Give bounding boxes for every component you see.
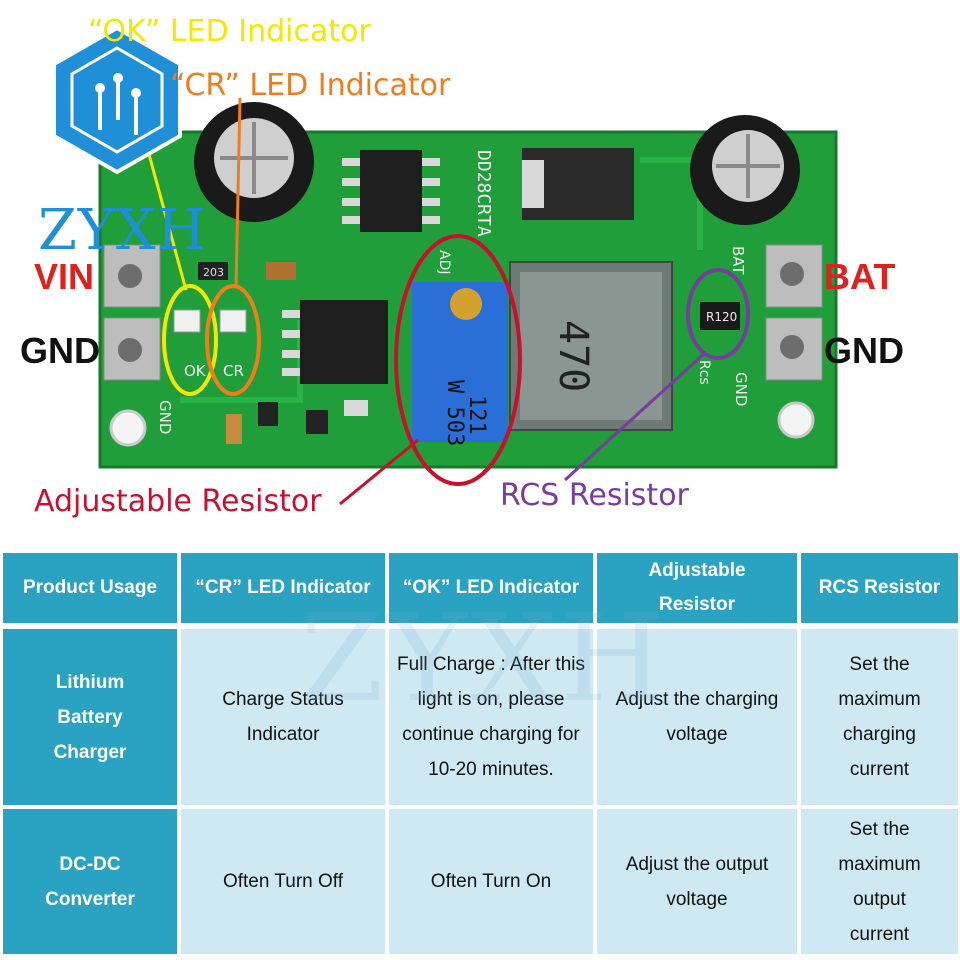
- cell-rcs-lithium: Set the maximum charging current: [801, 629, 958, 805]
- inductor-code: 470: [550, 320, 596, 392]
- rcs-leader-line: [563, 350, 708, 482]
- header-cr-led: “CR” LED Indicator: [181, 553, 385, 623]
- silk-cr: CR: [223, 362, 244, 380]
- silk-rcs: Rcs: [696, 360, 712, 385]
- rcs-resistor: [700, 302, 740, 330]
- cell-rcs-dcdc: Set the maximum output current: [801, 809, 958, 954]
- gnd-left-pin-label: GND: [20, 330, 100, 371]
- adj-leader-line: [339, 438, 419, 506]
- cell-cr-dcdc: Often Turn Off: [181, 809, 385, 954]
- adjustable-resistor-highlight: [394, 234, 522, 486]
- ic-chip: [360, 150, 422, 232]
- rcs-code: R120: [706, 310, 737, 324]
- header-ok-led: “OK” LED Indicator: [389, 553, 593, 623]
- specification-table: Product Usage “CR” LED Indicator “OK” LE…: [0, 553, 960, 954]
- product-photo: 203 W 503 121 470 R120 DD28CRTA OK CR AD…: [20, 14, 904, 519]
- cell-cr-lithium: Charge Status Indicator: [181, 629, 385, 805]
- ok-led: [173, 309, 201, 333]
- gnd-right-pin-label: GND: [824, 330, 904, 371]
- silk-adj: ADJ: [436, 250, 452, 275]
- silk-bat: BAT: [729, 246, 747, 275]
- brand-logo: [52, 25, 182, 175]
- row-usage-lithium: Lithium Battery Charger: [3, 629, 177, 805]
- mounting-hole: [109, 409, 147, 447]
- mosfet-chip: [300, 300, 388, 384]
- rcs-resistor-callout: RCS Resistor: [500, 478, 689, 513]
- ok-led-highlight: [162, 284, 218, 396]
- trimpot-sub: 121: [464, 395, 489, 435]
- cr-led: [219, 309, 247, 333]
- brand-watermark-text: ZYXH: [38, 198, 207, 263]
- cell-ok-dcdc: Often Turn On: [389, 809, 593, 954]
- pcb-board-drawing: 203 W 503 121 470 R120 DD28CRTA OK CR AD…: [52, 25, 838, 506]
- silk-ok: OK: [184, 362, 207, 380]
- cell-ok-lithium: Full Charge : After this light is on, pl…: [389, 629, 593, 805]
- cr-led-highlight: [205, 284, 261, 396]
- bat-pin-label: BAT: [824, 256, 896, 297]
- cell-adj-dcdc: Adjust the output voltage: [597, 809, 797, 954]
- header-rcs-resistor: RCS Resistor: [801, 553, 958, 623]
- mounting-hole: [777, 401, 815, 439]
- row-usage-dcdc: DC-DC Converter: [3, 809, 177, 954]
- cell-adj-lithium: Adjust the charging voltage: [597, 629, 797, 805]
- cr-leader-line: [234, 97, 242, 289]
- header-product-usage: Product Usage: [3, 553, 177, 623]
- silk-gnd-right: GND: [732, 372, 750, 406]
- adjustable-resistor-callout: Adjustable Resistor: [34, 484, 322, 519]
- trimpot-code: W 503: [442, 380, 467, 446]
- vin-pin-label: VIN: [34, 256, 95, 297]
- board-model: DD28CRTA: [473, 150, 494, 237]
- cr-led-callout: “CR” LED Indicator: [170, 68, 451, 103]
- header-adjustable-resistor: Adjustable Resistor: [597, 553, 797, 623]
- rcs-resistor-highlight: [686, 268, 750, 360]
- ok-led-callout: “OK” LED Indicator: [88, 14, 371, 49]
- silk-gnd-left: GND: [156, 400, 174, 434]
- silk-203: 203: [203, 266, 224, 279]
